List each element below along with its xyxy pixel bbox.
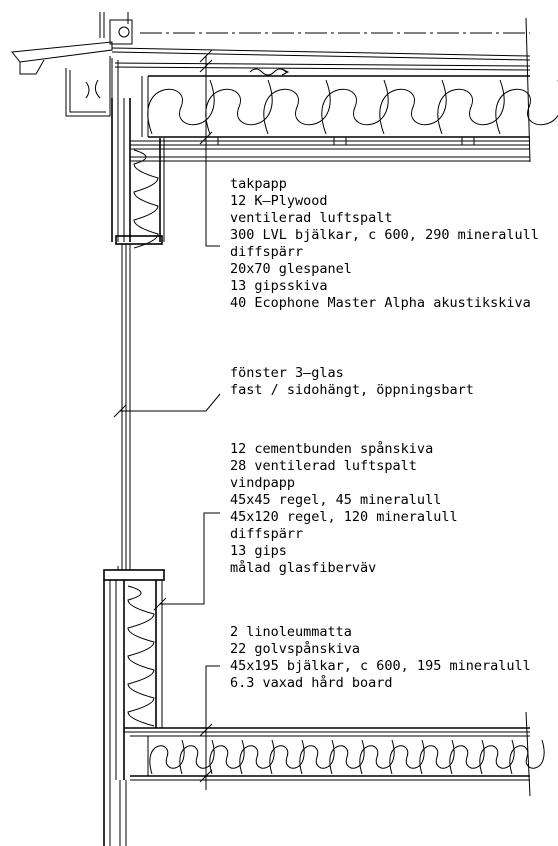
annotation-line: 20x70 glespanel (230, 261, 352, 277)
eave-gutter-detail (11, 12, 133, 120)
annotation-line: fönster 3—glas (230, 365, 344, 381)
annotation-line: 300 LVL bjälkar, c 600, 290 mineralull (230, 227, 539, 243)
upper-wall-assembly (111, 98, 165, 249)
lower-wall-assembly (103, 566, 165, 846)
annotation-line: 13 gips (230, 543, 287, 559)
window-assembly (121, 244, 131, 570)
annotation-line: ventilerad luftspalt (230, 210, 393, 226)
annotation-line: 2 linoleummatta (230, 624, 352, 640)
annotation-line: 22 golvspånskiva (230, 640, 360, 657)
annotation-line: 45x195 bjälkar, c 600, 195 mineralull (230, 658, 531, 674)
annotation-line: takpapp (230, 176, 287, 192)
annotation-line: 45x45 regel, 45 mineralull (230, 492, 441, 508)
annotation-line: 40 Ecophone Master Alpha akustikskiva (230, 295, 531, 311)
annotation-wall: 12 cementbunden spånskiva 28 ventilerad … (230, 440, 458, 576)
annotation-floor: 2 linoleummatta 22 golvspånskiva 45x195 … (230, 624, 531, 691)
floor-assembly (124, 711, 545, 797)
annotation-line: diffspärr (230, 244, 303, 260)
annotation-line: fast / sidohängt, öppningsbart (230, 382, 474, 398)
annotation-roof: takpapp 12 K—Plywood ventilerad luftspal… (230, 176, 539, 311)
annotation-line: 45x120 regel, 120 mineralull (230, 509, 458, 525)
annotation-line: 13 gipsskiva (230, 278, 328, 294)
roof-assembly (111, 17, 558, 163)
annotation-line: 6.3 vaxad hård board (230, 674, 393, 691)
annotation-line: 12 K—Plywood (230, 193, 328, 209)
annotation-window: fönster 3—glas fast / sidohängt, öppning… (230, 365, 474, 398)
annotation-line: 12 cementbunden spånskiva (230, 440, 433, 457)
annotation-line: 28 ventilerad luftspalt (230, 458, 417, 474)
annotation-line: diffspärr (230, 526, 303, 542)
annotation-line: vindpapp (230, 475, 295, 491)
leader-lines (113, 49, 221, 790)
annotation-line: målad glasfiberväv (230, 559, 376, 576)
